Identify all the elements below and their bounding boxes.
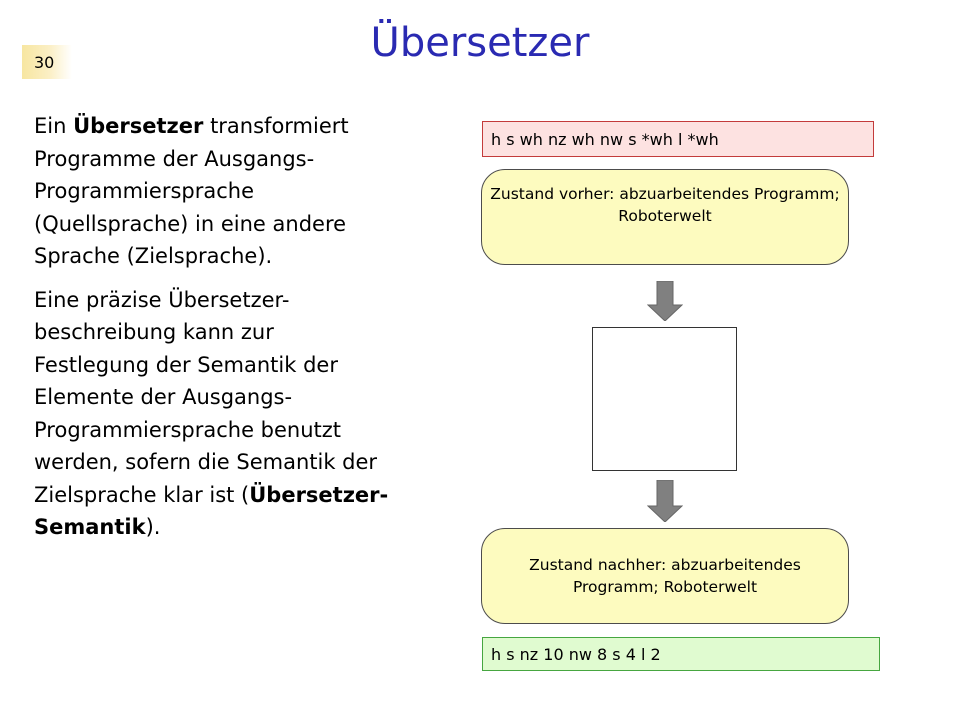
- state-before-box: Zustand vorher: abzuarbeitendes Programm…: [481, 169, 849, 265]
- paragraph-definition: Ein Übersetzer transformiert Programme d…: [34, 110, 394, 273]
- source-program-box: h s wh nz wh nw s *wh l *wh: [482, 121, 874, 157]
- slide-number-text: 30: [34, 52, 55, 72]
- p1-term: Übersetzer: [73, 114, 204, 138]
- state-after-text: Zustand nachher: abzuarbeitendes Program…: [529, 556, 801, 596]
- target-program-box: h s nz 10 nw 8 s 4 l 2: [482, 637, 880, 671]
- p2-intro: Eine präzise Übersetzer-beschreibung kan…: [34, 287, 378, 507]
- state-before-text: Zustand vorher: abzuarbeitendes Programm…: [490, 185, 840, 225]
- translator-box: [592, 327, 737, 471]
- slide-title: Übersetzer: [370, 20, 590, 66]
- down-arrow-icon: [647, 480, 683, 522]
- p1-rest: transformiert Programme der Ausgangs-Pro…: [34, 114, 349, 268]
- down-arrow-icon: [647, 281, 683, 321]
- p2-term: Übersetzer-Semantik: [34, 482, 389, 540]
- target-program-text: h s nz 10 nw 8 s 4 l 2: [491, 644, 661, 664]
- source-program-text: h s wh nz wh nw s *wh l *wh: [491, 129, 719, 149]
- state-after-box: Zustand nachher: abzuarbeitendes Program…: [481, 528, 849, 624]
- body-text: Ein Übersetzer transformiert Programme d…: [34, 110, 394, 555]
- p1-intro: Ein: [34, 114, 74, 138]
- paragraph-semantics: Eine präzise Übersetzer-beschreibung kan…: [34, 284, 394, 544]
- p2-end: ).: [145, 515, 161, 539]
- slide-number: 30: [22, 45, 72, 79]
